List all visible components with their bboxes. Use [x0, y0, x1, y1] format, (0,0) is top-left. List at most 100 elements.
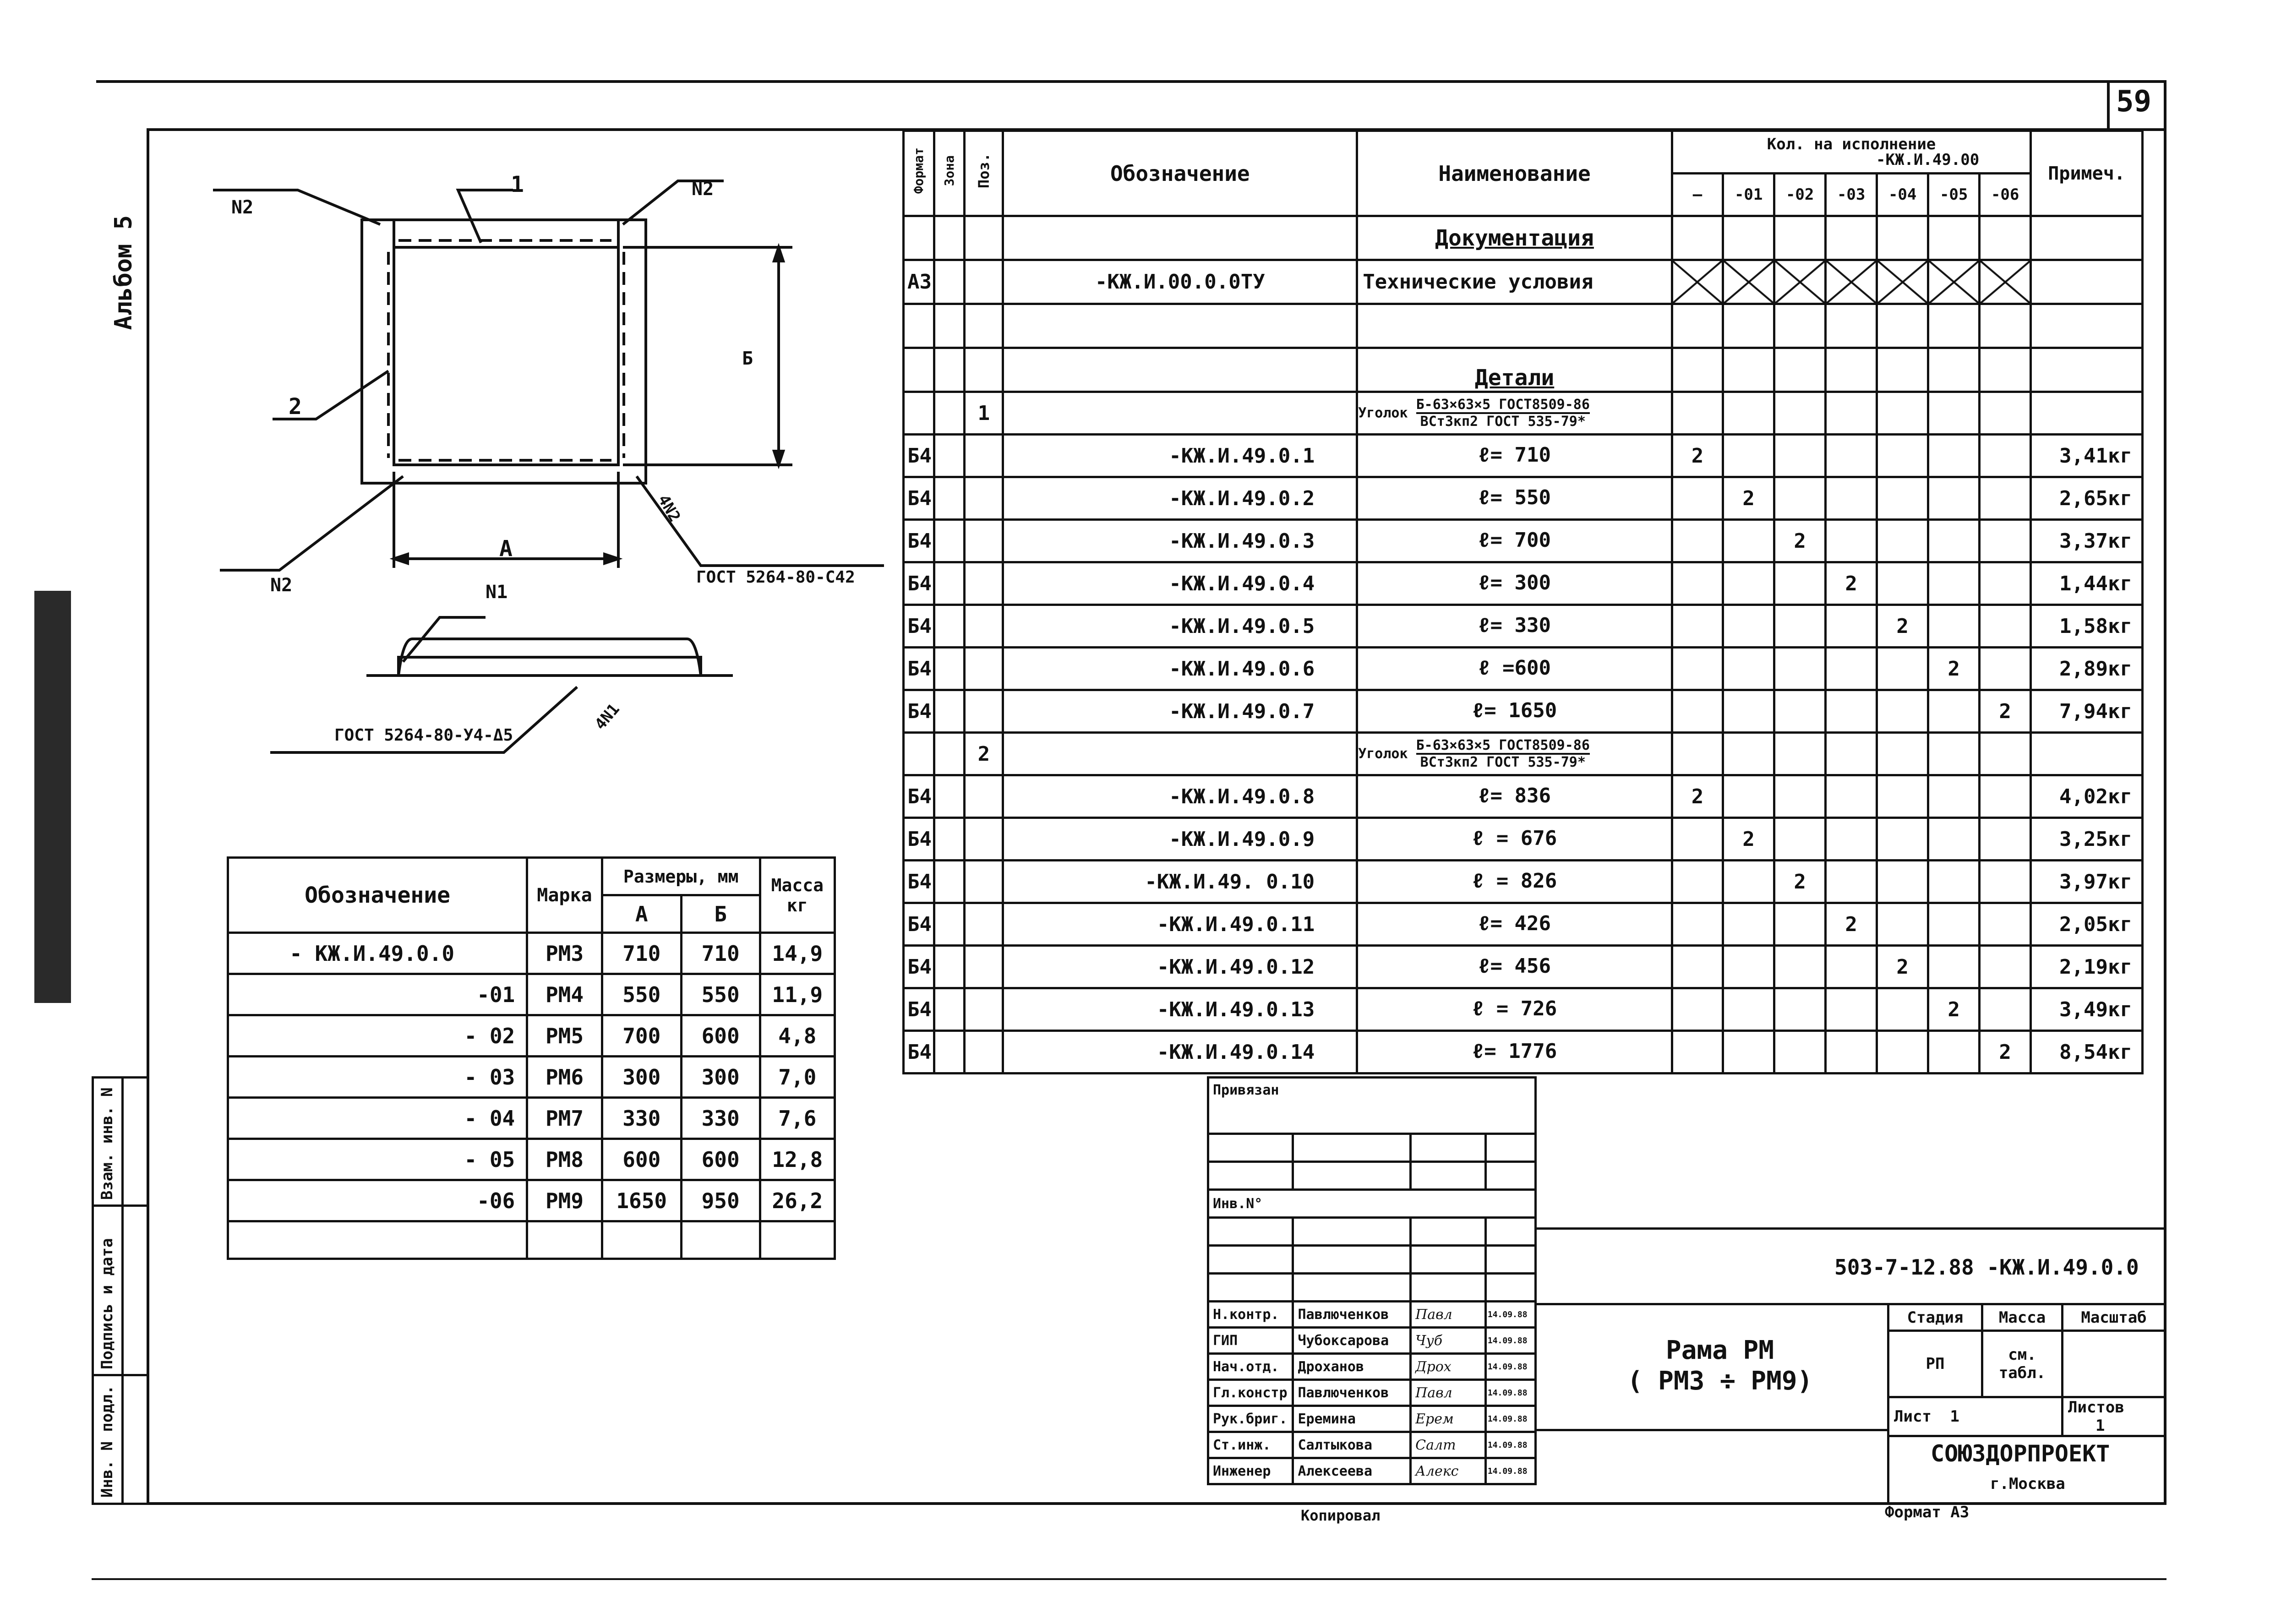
spec-cell-designation: -КЖ.И.49.0.13	[1002, 987, 1359, 1032]
spec-cell-designation: -КЖ.И.49.0.8	[1002, 774, 1359, 819]
spec-cell-designation: -КЖ.И.49.0.6	[1002, 646, 1359, 691]
sizes-cell-a: 330	[600, 1096, 682, 1140]
spec-cell-pos	[963, 817, 1004, 861]
staff-name: Алексеева	[1292, 1457, 1412, 1485]
sizes-cell-a: 1650	[600, 1179, 682, 1222]
label-n2-top-right: N2	[692, 179, 714, 200]
sizes-cell-mass: 7,0	[759, 1055, 836, 1099]
spec-cell-pos	[963, 902, 1004, 947]
spec-cell-note: 3,25кг	[2030, 817, 2144, 861]
sheet-cell: Лист 1	[1887, 1396, 2063, 1437]
spec-cell-qty	[1876, 476, 1930, 521]
spec-cell-qty	[1722, 561, 1776, 606]
sizes-cell-b	[680, 1220, 761, 1260]
spec-header-zone-label: Зона	[942, 155, 957, 186]
spec-cell-qty	[1670, 817, 1724, 861]
spec-cell-qty	[1722, 859, 1776, 904]
sizes-cell-mark: РМ3	[526, 932, 603, 975]
spec-cell-qty	[1978, 859, 2032, 904]
spec-cell-format: Б4	[902, 902, 935, 947]
spec-cell-qty	[1670, 944, 1724, 989]
label-n2-bottom-left: N2	[270, 575, 293, 596]
spec-cell-pos	[963, 476, 1004, 521]
spec-cell-qty: 2	[1773, 518, 1827, 563]
sizes-cell-a	[600, 1220, 682, 1260]
title-line-1: Рама РМ	[1665, 1335, 1774, 1365]
spec-cell-qty: 2	[1670, 774, 1724, 819]
spec-cell-qty: 2	[1722, 476, 1776, 521]
org-name: СОЮЗДОРПРОЕКТ	[1931, 1440, 2110, 1467]
spec-variant-header: -02	[1773, 172, 1827, 217]
spec-angle-profile: Б-63×63×5 ГОСТ8509-86	[1416, 397, 1590, 414]
mass-label: Масса	[1981, 1303, 2063, 1332]
staff-signature: Алекс	[1409, 1457, 1487, 1485]
sizes-cell-designation: - 05	[226, 1138, 529, 1181]
spec-cell-qty: 2	[1824, 902, 1878, 947]
org-city: г.Москва	[1990, 1475, 2065, 1493]
spec-cell-qty	[1773, 604, 1827, 649]
staff-name: Еремина	[1292, 1405, 1412, 1433]
spec-angle-profile: Б-63×63×5 ГОСТ8509-86	[1416, 738, 1590, 755]
sizes-header-mass-label: Масса	[771, 875, 824, 895]
spec-cell-qty	[1722, 1030, 1776, 1074]
label-gost-section: ГОСТ 5264-80-У4-Δ5	[334, 726, 513, 745]
sizes-cell-mass	[759, 1220, 836, 1260]
side-stamp-original-inv: Инв. N подл.	[98, 1385, 116, 1498]
spec-cell-qty	[1876, 1030, 1930, 1074]
cross-cell	[1773, 259, 1827, 305]
spec-header-format: Формат	[902, 130, 935, 217]
sizes-cell-designation: - 02	[226, 1014, 529, 1057]
spec-cell-name: ℓ= 1650	[1356, 689, 1673, 734]
spec-cell-qty	[1670, 476, 1724, 521]
spec-cell-name: ℓ= 550	[1356, 476, 1673, 521]
spec-cell-format: Б4	[902, 433, 935, 478]
spec-variant-header: -05	[1927, 172, 1981, 217]
staff-role: Н.контр.	[1206, 1300, 1294, 1329]
sizes-cell-mark: РМ4	[526, 973, 603, 1016]
spec-cell-qty	[1722, 902, 1776, 947]
spec-cell-qty	[1927, 476, 1981, 521]
staff-name: Павлюченков	[1292, 1379, 1412, 1407]
sizes-cell-designation: - 03	[226, 1055, 529, 1099]
spec-cell-qty	[1978, 944, 2032, 989]
staff-role: Нач.отд.	[1206, 1352, 1294, 1381]
spec-cell-qty	[1722, 774, 1776, 819]
spec-cell-qty	[1876, 646, 1930, 691]
sizes-header-sizes: Размеры, мм	[600, 856, 761, 896]
spec-cell-qty	[1824, 476, 1878, 521]
sizes-cell-designation: -06	[226, 1179, 529, 1222]
spec-cell-qty	[1670, 518, 1724, 563]
spec-cell-zone	[933, 1030, 966, 1074]
spec-cell-qty: 2	[1978, 1030, 2032, 1074]
spec-cell-qty	[1824, 689, 1878, 734]
spec-cell-designation: -КЖ.И.49. 0.10	[1002, 859, 1359, 904]
spec-cell-zone	[933, 646, 966, 691]
spec-header-format-label: Формат	[911, 147, 927, 194]
staff-role: ГИП	[1206, 1326, 1294, 1355]
spec-cell-qty	[1773, 646, 1827, 691]
scale-value	[2061, 1330, 2166, 1398]
spec-cell-name: ℓ= 456	[1356, 944, 1673, 989]
spec-cell-qty	[1927, 944, 1981, 989]
spec-cell-qty	[1978, 774, 2032, 819]
spec-cell-note: 2,89кг	[2030, 646, 2144, 691]
spec-cell-name: Технические условия	[1356, 259, 1673, 305]
cross-cell	[1824, 259, 1878, 305]
sheets-label: Листов	[2068, 1398, 2124, 1417]
frame-drawing	[213, 180, 884, 754]
page-number-box	[2107, 80, 2166, 128]
spec-cell-qty: 2	[1670, 433, 1724, 478]
spec-cell-designation: -КЖ.И.49.0.1	[1002, 433, 1359, 478]
spec-cell-qty	[1722, 689, 1776, 734]
spec-cell-zone	[933, 859, 966, 904]
table-row: Документация	[902, 215, 2144, 261]
page-number: 59	[2116, 85, 2152, 119]
